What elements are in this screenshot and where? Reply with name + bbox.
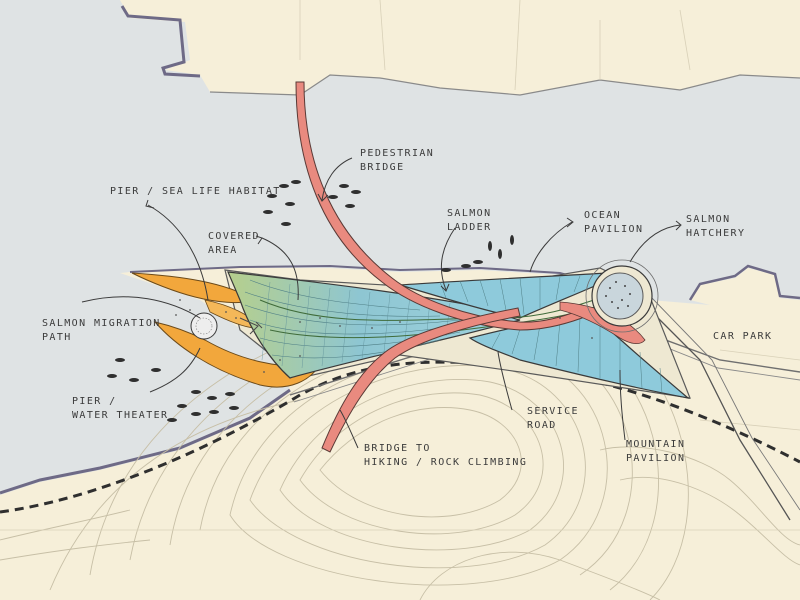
jetty-northwest (120, 5, 201, 78)
label-pier-water-theater: PIER / WATER THEATER (72, 396, 169, 421)
label-ocean-pavilion: OCEAN PAVILION (584, 210, 644, 235)
label-bridge-to-hiking: BRIDGE TO HIKING / ROCK CLIMBING (364, 443, 528, 468)
leader-pedestrian-bridge (321, 157, 353, 201)
railway-line (0, 360, 800, 514)
label-pier-sea-life-habitat: PIER / SEA LIFE HABITAT (110, 186, 281, 197)
dot-texture (175, 299, 593, 373)
migration-pool (190, 312, 218, 340)
label-salmon-migration-path: SALMON MIGRATION PATH (42, 318, 161, 343)
shoreline-south (0, 388, 291, 495)
label-salmon-hatchery: SALMON HATCHERY (686, 214, 746, 239)
hatchery-ring (585, 259, 659, 333)
access-road-edge (649, 295, 800, 511)
leader-pier-sea-life (147, 204, 209, 301)
hatchery-dots (605, 281, 631, 309)
label-pedestrian-bridge: PEDESTRIAN BRIDGE (360, 148, 435, 173)
leader-salmon-hatchery (629, 224, 681, 263)
ocean-pavilion-ribs (439, 274, 601, 315)
salmon-hatchery-pool (596, 272, 644, 320)
label-covered-area: COVERED AREA (208, 231, 260, 256)
leader-salmon-ladder (440, 227, 456, 291)
migration-arrows (239, 317, 263, 335)
leader-bridge-hiking (339, 409, 359, 449)
leader-ocean-pavilion (529, 221, 573, 273)
fish-marks (107, 180, 514, 422)
leader-lines (81, 157, 681, 449)
leader-salmon-migration (81, 296, 201, 319)
water-body (0, 0, 800, 495)
label-service-road: SERVICE ROAD (527, 406, 579, 431)
leader-service-road (497, 351, 513, 411)
leader-covered-area (261, 237, 299, 301)
bridge-to-hiking (321, 307, 521, 453)
label-salmon-ladder: SALMON LADDER (447, 208, 492, 233)
label-mountain-pavilion: MOUNTAIN PAVILION (626, 439, 686, 464)
leader-pier-water-theater (149, 347, 201, 393)
pier-sea-life-habitat (131, 272, 257, 304)
shoreline-east (688, 264, 800, 301)
leader-mountain-pavilion (619, 369, 626, 441)
label-car-park: CAR PARK (713, 331, 773, 342)
migration-pool-inner (195, 317, 213, 335)
shoreline-site (129, 264, 651, 299)
access-road (639, 299, 791, 521)
shoreline-north (209, 74, 800, 96)
arrow-heads (145, 193, 682, 292)
pedestrian-bridge (295, 81, 583, 331)
